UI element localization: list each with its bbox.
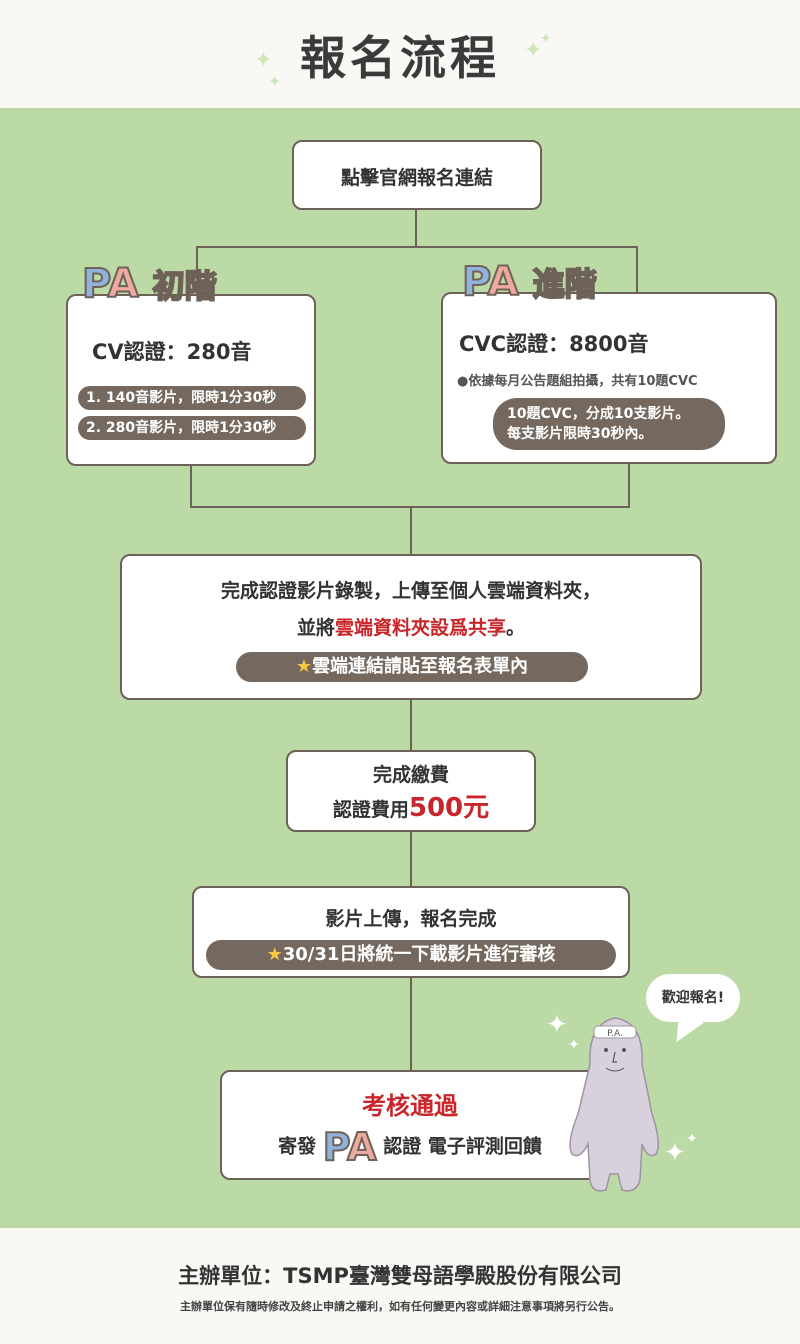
mascot-illustration: P.A. [569, 1017, 659, 1192]
disclaimer-text: 主辦單位保有隨時修改及終止申請之權利，如有任何變更內容或詳細注意事項將另行公告。 [180, 1300, 620, 1313]
connector [196, 246, 638, 248]
footer: 主辦單位：TSMP臺灣雙母語學殿股份有限公司 主辦單位保有隨時修改及終止申請之權… [0, 1228, 800, 1344]
connector [410, 698, 412, 750]
speech-bubble: 歡迎報名! [646, 974, 740, 1022]
organizer-text: 主辦單位：TSMP臺灣雙母語學殿股份有限公司 [178, 1264, 622, 1288]
connector [410, 830, 412, 888]
step-line: 認證費用500元 [288, 787, 534, 824]
cert-text: CV認證：280音 [92, 340, 252, 364]
notice-pill: ★雲端連結請貼至報名表單內 [236, 652, 588, 682]
requirement-pill: 10題CVC，分成10支影片。 每支影片限時30秒內。 [493, 398, 725, 450]
connector [190, 464, 192, 508]
level-label: 進階 [532, 265, 598, 303]
note-text: ●依據每月公告題組拍攝，共有10題CVC [457, 374, 698, 389]
page-title: 報名流程 [300, 31, 500, 85]
level-label: 初階 [152, 267, 218, 305]
pa-logo: P [81, 261, 109, 307]
pa-logo: P [461, 259, 489, 305]
flow-area: 點擊官網報名連結 CV認證：280音 1. 140音影片，限時1分30秒 2. … [0, 108, 800, 1228]
mascot-band-text: P.A. [607, 1029, 623, 1039]
pass-title: 考核通過 [362, 1092, 458, 1120]
text: 寄發 [278, 1135, 317, 1158]
text: 認證 電子評測回饋 [383, 1135, 542, 1158]
pill-text: 雲端連結請貼至報名表單內 [312, 656, 529, 677]
text: 認證費用 [332, 799, 409, 821]
sparkle-icon: ✦ [268, 72, 282, 91]
requirement-pill: 2. 280音影片，限時1分30秒 [78, 416, 306, 440]
sparkle-icon: ✦ [664, 1138, 686, 1168]
bubble-text: 歡迎報名! [661, 990, 725, 1006]
connector [410, 506, 412, 556]
fee-amount: 500元 [408, 793, 490, 823]
text: 。 [506, 617, 526, 639]
star-icon: ★ [295, 656, 313, 677]
basic-level-box: CV認證：280音 1. 140音影片，限時1分30秒 2. 280音影片，限時… [66, 294, 316, 466]
pill-line: 10題CVC，分成10支影片。 [507, 406, 690, 422]
pa-logo: A [107, 261, 140, 307]
connector [410, 976, 412, 1070]
connector [415, 208, 417, 248]
step-complete: 影片上傳，報名完成 ★30/31日將統一下載影片進行審核 [192, 886, 630, 978]
pa-logo: A [487, 259, 520, 305]
notice-pill: ★30/31日將統一下載影片進行審核 [206, 940, 616, 970]
step-line: 寄發 PA 認證 電子評測回饋 [222, 1124, 598, 1170]
header: ✦ ✦ 報名流程 ✦ ✦ [0, 0, 800, 108]
sparkle-icon: ✦ [540, 31, 552, 47]
connector [628, 464, 630, 508]
step-line: 完成認證影片錄製，上傳至個人雲端資料夾， [220, 580, 601, 602]
sparkle-icon: ✦ [254, 48, 273, 73]
step-pass: 考核通過 寄發 PA 認證 電子評測回饋 [220, 1070, 600, 1180]
step-line: 並將雲端資料夾設爲共享。 [122, 613, 700, 640]
step-line: 完成繳費 [372, 764, 449, 786]
step-record-upload: 完成認證影片錄製，上傳至個人雲端資料夾， 並將雲端資料夾設爲共享。 ★雲端連結請… [120, 554, 702, 700]
basic-level-title: PA 初階 [81, 261, 218, 307]
pill-line: 每支影片限時30秒內。 [507, 426, 653, 442]
connector [196, 246, 198, 296]
pa-logo: PA [322, 1124, 378, 1170]
step-payment: 完成繳費 認證費用500元 [286, 750, 536, 832]
requirement-pill: 1. 140音影片，限時1分30秒 [78, 386, 306, 410]
text: 並將 [296, 617, 335, 639]
pill-text: 30/31日將統一下載影片進行審核 [282, 944, 556, 965]
sparkle-icon: ✦ [546, 1010, 568, 1040]
highlight-text: 雲端資料夾設爲共享 [334, 617, 506, 639]
sparkle-icon: ✦ [686, 1131, 698, 1147]
sparkle-icon: ✦ [524, 38, 543, 63]
step-line: 影片上傳，報名完成 [325, 908, 497, 930]
advanced-level-box: CVC認證：8800音 ●依據每月公告題組拍攝，共有10題CVC 10題CVC，… [441, 292, 777, 464]
advanced-level-title: PA 進階 [461, 259, 598, 305]
cert-text: CVC認證：8800音 [459, 332, 649, 356]
connector [636, 246, 638, 296]
sparkle-icon: ✦ [568, 1037, 580, 1053]
step-label: 點擊官網報名連結 [340, 167, 493, 189]
star-icon: ★ [266, 944, 283, 965]
step-register-link: 點擊官網報名連結 [292, 140, 542, 210]
